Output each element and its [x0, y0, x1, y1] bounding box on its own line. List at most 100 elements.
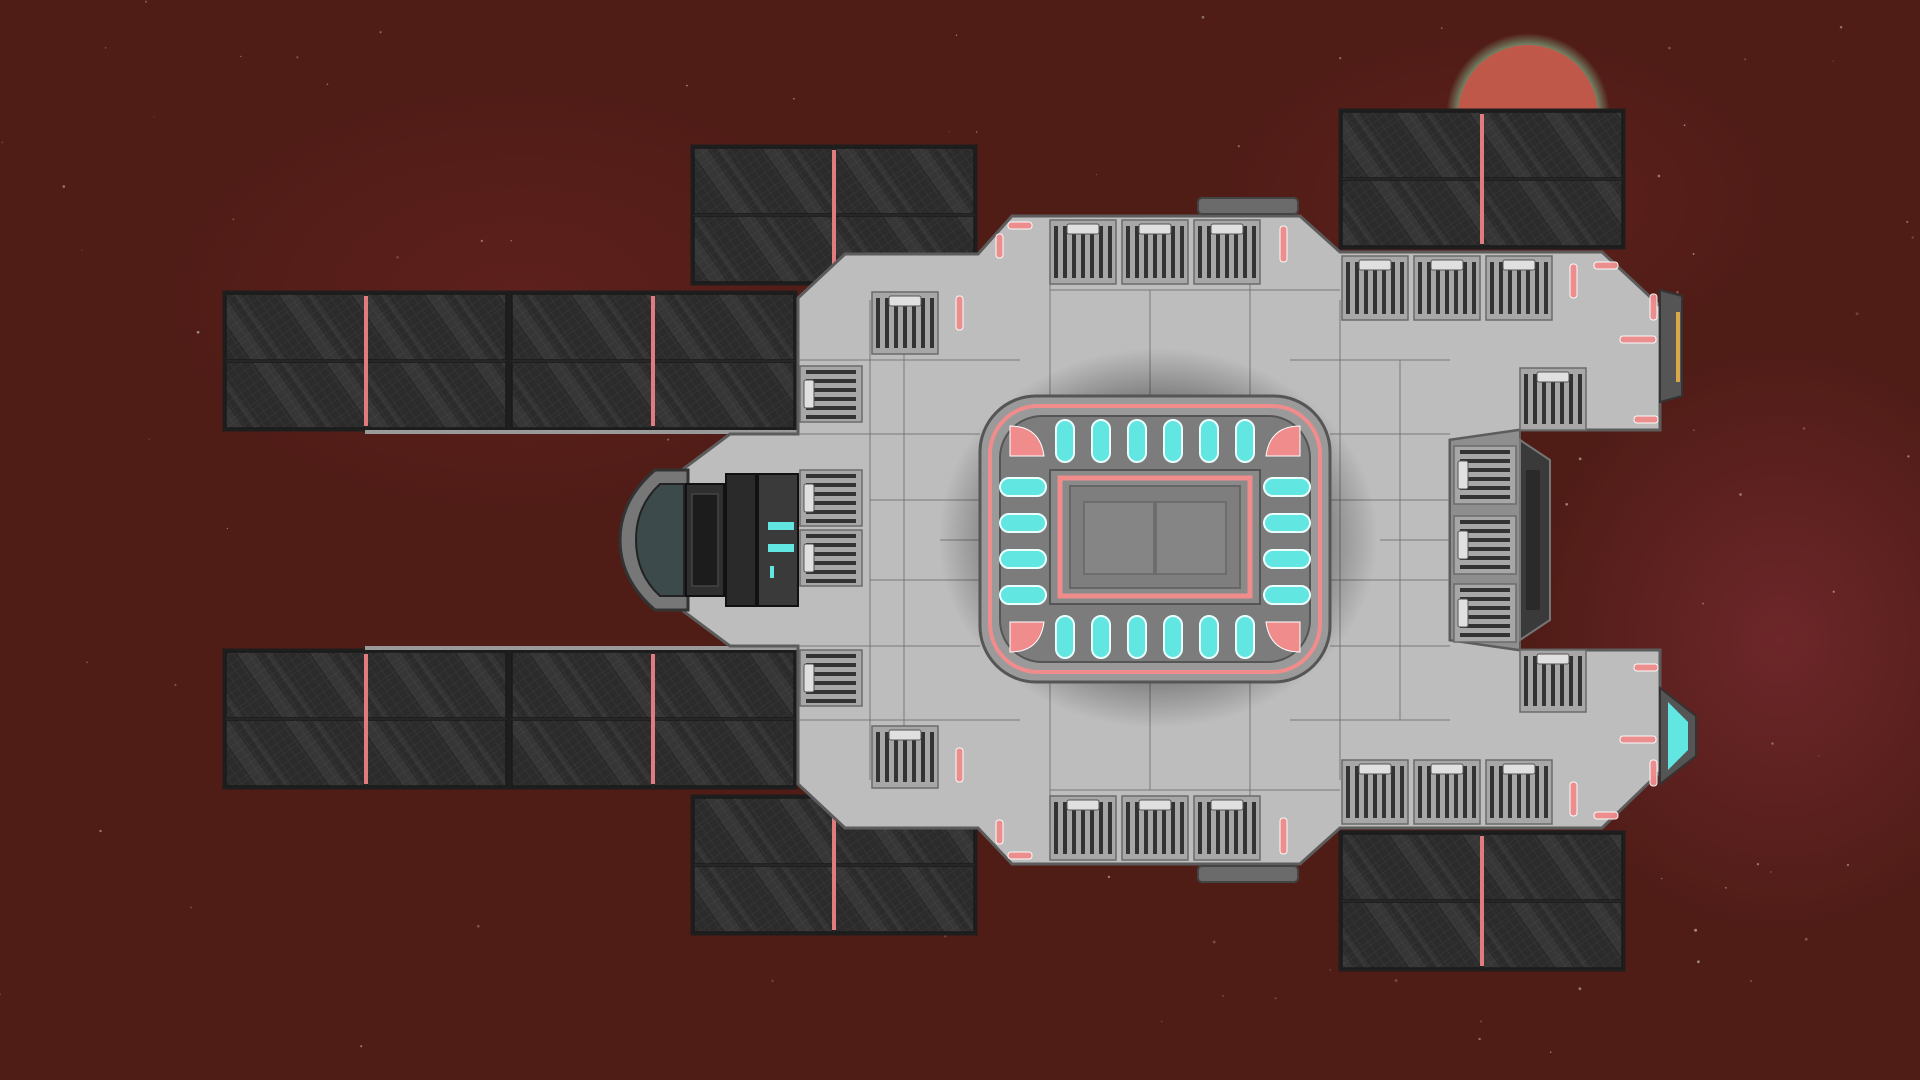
solar-panel-divider	[1480, 836, 1484, 966]
star	[1693, 429, 1695, 432]
solar-cell	[653, 293, 795, 361]
star	[1771, 742, 1774, 745]
star	[1911, 236, 1914, 239]
star	[99, 829, 102, 833]
solar-panel	[1338, 108, 1626, 250]
accent-light	[1619, 335, 1657, 344]
vent	[1121, 219, 1189, 285]
solar-cell	[366, 361, 507, 429]
solar-cell	[653, 651, 795, 719]
core-light	[999, 513, 1047, 533]
star	[480, 239, 483, 243]
solar-panel-divider	[651, 296, 655, 426]
core-light	[1127, 615, 1147, 659]
star	[1756, 863, 1760, 866]
accent-light	[1007, 221, 1033, 230]
solar-cell	[653, 719, 795, 787]
panel-struts	[365, 430, 800, 650]
vent	[871, 291, 939, 355]
solar-cell	[1482, 179, 1623, 247]
star	[1750, 980, 1752, 982]
hull-accent-lights	[955, 221, 1659, 860]
accent-light	[1619, 735, 1657, 744]
star	[1095, 173, 1098, 176]
solar-panel	[222, 290, 510, 432]
star	[685, 84, 688, 87]
star	[86, 661, 88, 664]
accent-light	[995, 819, 1004, 845]
core-light	[1127, 419, 1147, 463]
star	[955, 34, 958, 36]
solar-cell	[1482, 111, 1623, 179]
vent	[1485, 255, 1553, 321]
bottom-antenna	[1197, 865, 1299, 883]
solar-cell	[366, 651, 507, 719]
core-light	[1263, 585, 1311, 605]
solar-cell	[1482, 901, 1623, 969]
solar-cell	[1341, 833, 1482, 901]
core-light	[1055, 419, 1075, 463]
solar-panel-divider	[832, 150, 836, 280]
solar-cell	[834, 147, 975, 215]
star	[1222, 995, 1224, 997]
core-light	[999, 549, 1047, 569]
star	[1478, 1037, 1481, 1041]
solar-panel	[222, 648, 510, 790]
accent-light	[1633, 663, 1659, 672]
solar-panel	[1338, 830, 1626, 972]
accent-light	[1649, 293, 1658, 321]
core-light	[1263, 477, 1311, 497]
vent	[871, 725, 939, 789]
core-light	[1235, 615, 1255, 659]
star	[1818, 755, 1820, 757]
solar-cell	[511, 293, 653, 361]
star	[1694, 928, 1698, 932]
solar-cell	[366, 719, 507, 787]
star	[232, 218, 235, 221]
star	[1802, 427, 1806, 430]
core-light	[1055, 615, 1075, 659]
core-room	[978, 394, 1332, 684]
vent	[1485, 759, 1553, 825]
solar-cell	[225, 651, 366, 719]
solar-cell	[653, 361, 795, 429]
star	[1692, 253, 1695, 255]
star	[326, 83, 329, 86]
star	[793, 97, 795, 100]
star	[1565, 502, 1569, 506]
solar-cell	[511, 361, 653, 429]
vent	[1341, 759, 1409, 825]
star	[1212, 940, 1216, 944]
star	[1804, 937, 1808, 941]
solar-panel	[508, 648, 798, 790]
cockpit-light	[770, 566, 774, 578]
vent	[1519, 367, 1587, 431]
star	[1274, 997, 1277, 1000]
solar-panel-divider	[832, 800, 836, 930]
star	[948, 131, 950, 133]
accent-light	[1649, 759, 1658, 787]
star	[1697, 960, 1700, 964]
star	[153, 116, 155, 118]
star	[1549, 1051, 1552, 1054]
star	[240, 55, 242, 58]
star	[1676, 290, 1679, 294]
core-light	[1235, 419, 1255, 463]
star	[1, 141, 4, 144]
star	[1657, 174, 1661, 178]
star	[1237, 145, 1240, 148]
star	[80, 249, 83, 252]
star	[1846, 863, 1850, 867]
solar-panel-divider	[651, 654, 655, 784]
solar-cell	[511, 651, 653, 719]
cockpit	[618, 468, 799, 612]
core-light	[1263, 513, 1311, 533]
star	[1744, 58, 1747, 61]
vent	[1453, 445, 1517, 505]
star	[1702, 602, 1704, 605]
star	[196, 330, 200, 334]
vent	[1453, 583, 1517, 643]
star	[771, 979, 774, 983]
star	[1839, 25, 1843, 29]
